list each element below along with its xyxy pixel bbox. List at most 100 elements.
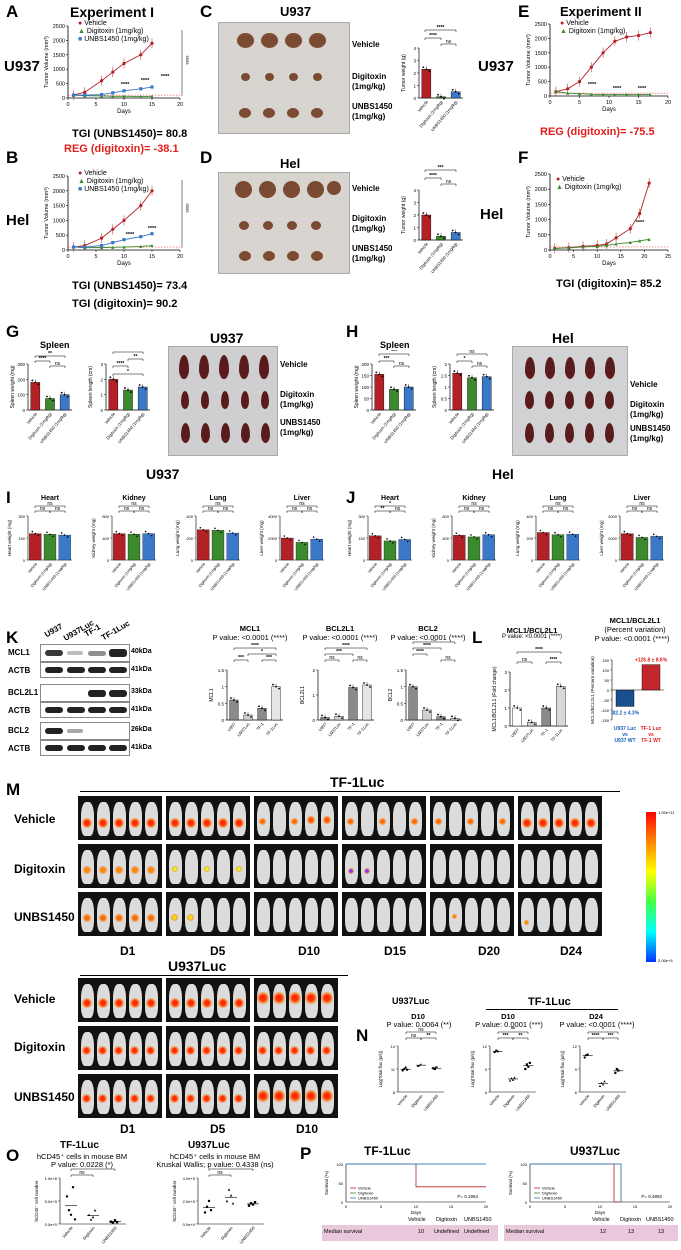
data-point — [433, 1067, 436, 1071]
luminescence-signal — [235, 866, 242, 872]
data-point — [648, 92, 652, 97]
tick-label: 0 — [525, 1200, 528, 1205]
data-point — [366, 684, 368, 686]
y-axis-label: Spleen length (cm) — [88, 366, 94, 408]
significance-label: *** — [391, 350, 397, 355]
luminescence-signal — [233, 818, 244, 828]
m-day-label: D1 — [120, 944, 136, 958]
data-point — [416, 1064, 420, 1068]
bar — [348, 687, 358, 721]
data-point — [289, 539, 292, 541]
luminescence-signal — [258, 1046, 267, 1055]
luminescence-signal — [499, 818, 506, 825]
data-point — [111, 241, 115, 245]
luminescence-signal — [113, 818, 124, 828]
blot-kda: 41kDa — [131, 744, 152, 751]
luminescence-signal — [379, 818, 386, 825]
tick-label: 1 — [100, 393, 103, 398]
bar — [362, 684, 372, 721]
spleen — [201, 423, 210, 443]
data-point — [615, 1067, 618, 1071]
y-axis-label: Tumor Volume (mm³) — [526, 186, 532, 238]
luminescence-signal — [537, 818, 548, 828]
tick-label: 1000 — [53, 218, 65, 224]
tick-label: 10 — [414, 1204, 419, 1209]
luminescence-signal — [186, 1094, 195, 1103]
luminescence-signal — [347, 818, 354, 825]
tick-label: 1000 — [535, 65, 547, 71]
m-title-line — [80, 791, 620, 792]
tbl-value: 13 — [628, 1229, 635, 1235]
data-point — [409, 683, 411, 686]
tick-label: 4.0e+5 — [183, 1176, 196, 1181]
imaging-panel — [254, 978, 338, 1022]
tumor — [287, 251, 299, 261]
mouse — [185, 850, 198, 884]
category-label: Vehicle — [104, 411, 117, 425]
tick-label: 1.5 — [397, 668, 404, 673]
imaging-panel — [166, 1026, 250, 1070]
tick-label: 500 — [538, 80, 547, 86]
bar — [452, 373, 463, 411]
group-label-c-digitoxin: Digitoxin(1mg/kg) — [352, 72, 387, 91]
significance-bracket — [440, 659, 456, 662]
k-chart-title: BCL2L1 — [325, 624, 355, 633]
data-point — [554, 90, 558, 94]
tick-label: 400 — [186, 514, 193, 519]
panel-letter-a: A — [6, 2, 19, 21]
comparison-label: U937 WT — [614, 738, 635, 744]
data-point — [230, 697, 232, 699]
tick-label: 15 — [149, 254, 155, 260]
data-point — [524, 1067, 527, 1071]
tumor — [289, 73, 298, 81]
data-point — [533, 723, 536, 726]
data-point — [556, 683, 559, 686]
y-axis-label: Kidney weight (mg) — [91, 518, 96, 558]
spleen-photo-g — [168, 346, 278, 456]
significance-label: ns — [208, 506, 214, 512]
tick-label: 0 — [607, 688, 610, 693]
tick-label: 5 — [380, 1204, 383, 1209]
data-point — [437, 93, 439, 96]
data-point — [231, 1202, 235, 1205]
data-point — [234, 534, 237, 536]
data-point — [304, 543, 306, 546]
legend-label: UNBS1450 (1mg/kg) — [84, 36, 149, 43]
tick-label: 0 — [221, 718, 224, 723]
data-point — [553, 246, 557, 251]
data-point — [150, 41, 154, 45]
data-point — [321, 714, 323, 717]
tumor — [235, 181, 252, 198]
luminescence-signal — [171, 866, 178, 872]
imaging-panel — [78, 844, 162, 888]
luminescence-signal — [291, 818, 298, 825]
data-point — [519, 709, 522, 711]
bar — [615, 689, 635, 707]
data-point — [139, 244, 143, 249]
tick-label: 4000 — [268, 514, 278, 519]
category-label: UNBS1450 (1mg/kg) — [430, 99, 459, 132]
tick-label: 1 — [221, 685, 224, 690]
data-point — [65, 1195, 69, 1198]
data-point — [225, 1199, 229, 1203]
tumor — [265, 73, 274, 81]
data-point — [111, 227, 115, 231]
data-point — [338, 715, 340, 718]
mouse — [433, 850, 446, 884]
category-label: UNBS1450 — [100, 1225, 118, 1245]
tick-label: 0.0e+0 — [45, 1222, 58, 1227]
data-point — [527, 1065, 530, 1068]
tick-label: 20 — [641, 254, 647, 260]
luminescence-signal — [553, 818, 564, 828]
tick-label: 8 — [393, 1090, 396, 1095]
category-label: UNBS1450 — [422, 1093, 439, 1112]
data-point — [513, 705, 516, 707]
luminescence-signal — [98, 866, 107, 874]
tick-label: 100 — [602, 668, 609, 673]
tick-label: 0 — [100, 408, 103, 413]
tick-label: 150 — [358, 536, 365, 541]
organ-title: Liver — [294, 495, 311, 502]
tbl-label: Median survival — [324, 1229, 363, 1235]
m-row-label: Digitoxin — [14, 1040, 66, 1054]
